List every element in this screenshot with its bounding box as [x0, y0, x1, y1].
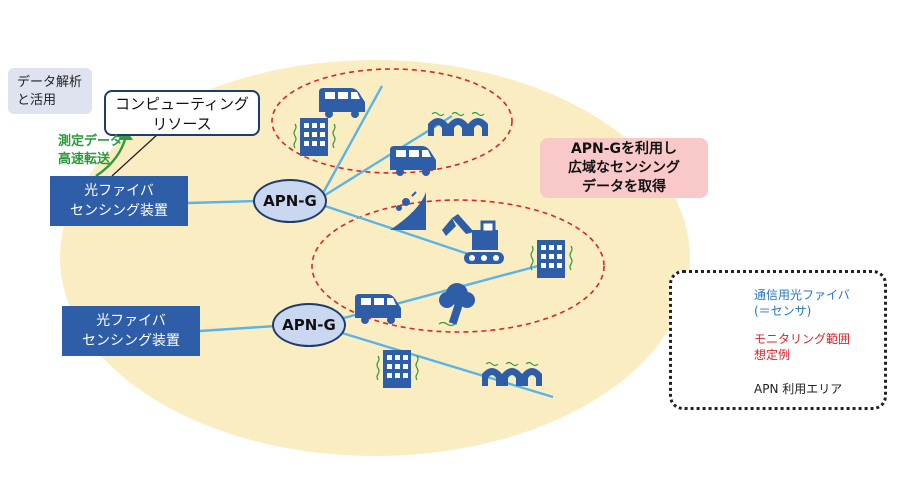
- legend-range-label: モニタリング範囲 想定例: [754, 331, 850, 363]
- sensor-2-line2: センシング装置: [82, 333, 180, 349]
- sensor-1-line1: 光ファイバ: [84, 183, 154, 199]
- landslide-icon: [390, 191, 426, 230]
- legend-area-label: APN 利用エリア: [754, 382, 843, 396]
- legend-fiber-line2: (＝センサ): [754, 304, 812, 318]
- monitoring-range-lower: [311, 199, 605, 333]
- high-speed-transfer-label: 測定データ 高速転送: [58, 133, 123, 169]
- callout-line3: データを取得: [582, 179, 666, 195]
- bridge-icon: [482, 361, 542, 386]
- computing-resource-line2: リソース: [152, 115, 212, 133]
- computing-resource-line1: コンピューティング: [114, 95, 250, 113]
- legend-fiber-label: 通信用光ファイバ (＝センサ): [754, 287, 850, 319]
- wide-area-sensing-callout: APN-Gを利用し 広域なセンシング データを取得: [540, 138, 708, 198]
- fiber-sensing-device-2: 光ファイバ センシング装置: [62, 306, 200, 356]
- tree-icon: [438, 283, 475, 327]
- legend-fiber-line1: 通信用光ファイバ: [754, 288, 850, 302]
- van-icon: [319, 88, 365, 118]
- legend-range-line1: モニタリング範囲: [754, 332, 851, 346]
- transfer-line2: 高速転送: [58, 152, 111, 167]
- callout-line1: APN-Gを利用し: [570, 141, 678, 157]
- data-analysis-line2: と活用: [17, 93, 57, 108]
- building-icon: [376, 350, 419, 388]
- data-analysis-line1: データ解析: [17, 75, 83, 90]
- legend-box: 通信用光ファイバ (＝センサ) モニタリング範囲 想定例 APN 利用エリア: [669, 270, 887, 410]
- callout-line2: 広域なセンシング: [568, 160, 680, 176]
- fiber-sensing-device-1: 光ファイバ センシング装置: [50, 176, 188, 226]
- computing-resource-box: コンピューティング リソース: [104, 90, 260, 136]
- bridge-icon: [428, 111, 488, 136]
- excavator-icon: [442, 214, 504, 264]
- building-icon: [293, 118, 336, 156]
- building-icon: [530, 240, 573, 278]
- monitoring-range-upper: [271, 68, 513, 174]
- transfer-line1: 測定データ: [58, 134, 124, 149]
- sensor-2-line1: 光ファイバ: [96, 313, 166, 329]
- apn-g-node-1: APN-G: [253, 179, 327, 223]
- sensor-1-line2: センシング装置: [70, 203, 168, 219]
- apn-g-node-2: APN-G: [272, 303, 346, 347]
- apn-area-ellipse: [60, 60, 690, 456]
- van-icon: [390, 146, 436, 176]
- data-analysis-box: データ解析 と活用: [8, 68, 92, 114]
- legend-range-line2: 想定例: [754, 348, 791, 362]
- van-icon: [355, 294, 401, 324]
